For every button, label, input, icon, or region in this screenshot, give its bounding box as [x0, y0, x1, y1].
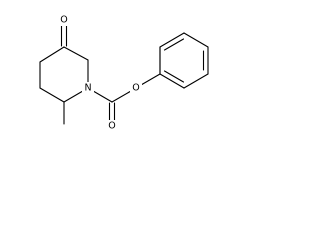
piperidinone-ring [39, 46, 89, 103]
bond-carbonyl-carbon-ester-oxygen [111, 90, 132, 103]
bond-ester-oxygen-ch2 [140, 73, 161, 86]
atom-label-o-carbonyl: O [108, 121, 115, 132]
atom-label-o-ester: O [132, 83, 139, 94]
atom-o-carbonyl: O [106, 120, 118, 132]
atom-n-ring: N [82, 82, 94, 94]
phenyl-ring [159, 32, 209, 89]
atom-o-ester: O [130, 82, 142, 94]
carbamate-double-bond [108, 102, 116, 121]
molecular-structure-diagram: N O O O [39, 14, 209, 132]
ketone-double-bond [60, 24, 68, 47]
bond-c5-c6 [63, 46, 89, 61]
atom-o-ketone: O [58, 14, 70, 26]
atom-label-o-ketone: O [60, 15, 67, 26]
atom-label-n: N [84, 83, 91, 94]
bond-c4-c5 [39, 46, 65, 63]
bond-c2-c3 [39, 87, 65, 103]
